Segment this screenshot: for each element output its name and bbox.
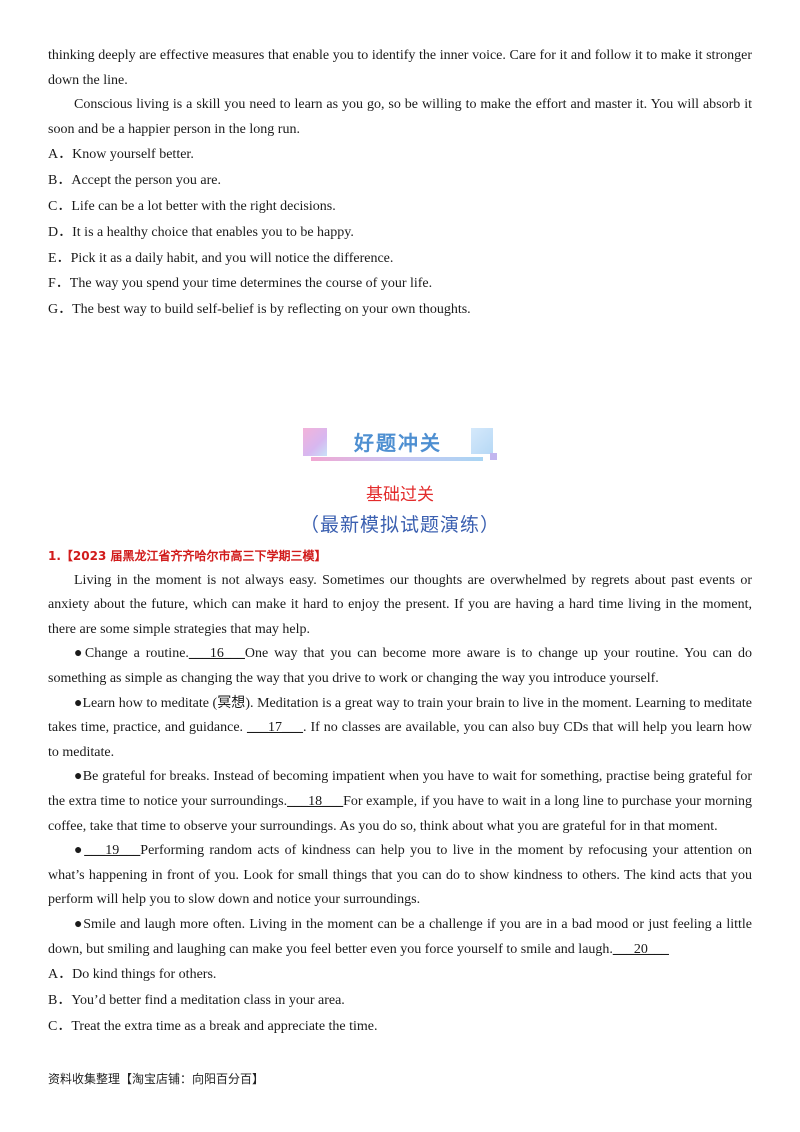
question-section: 1.【2023 届黑龙江省齐齐哈尔市高三下学期三模】 Living in the… [48,544,752,1039]
question-header: 1.【2023 届黑龙江省齐齐哈尔市高三下学期三模】 [48,549,327,563]
option-letter: A． [48,967,73,983]
page-footer: 资料收集整理【淘宝店铺：向阳百分百】 [48,1072,265,1086]
option-item: D．It is a healthy choice that enables yo… [48,220,752,246]
paragraph-text: ● [74,843,85,859]
paragraph-text: For example, if you have to wait in a lo… [48,793,752,834]
option-letter: A． [48,147,73,163]
blank-16[interactable]: ___16___ [188,646,245,662]
option-text: The way you spend your time determines t… [69,276,433,292]
option-letter: C． [48,198,72,214]
option-letter: C． [48,1018,72,1034]
option-text: The best way to build self-belief is by … [72,302,471,318]
option-item: B．You’d better find a meditation class i… [48,988,752,1014]
option-text: It is a healthy choice that enables you … [72,224,354,240]
paragraph-text: One way that you can become more aware i… [48,646,752,686]
section-subtitle: 基础过关 [366,485,434,504]
paragraph-text: . If no classes are available, you can a… [48,720,753,760]
option-text: Pick it as a daily habit, and you will n… [70,250,394,266]
option-letter: G． [48,302,73,318]
blank-18[interactable]: ___18___ [287,793,344,809]
section-banner: 好题冲关 [0,424,800,468]
passage-paragraph: ●Learn how to meditate (冥想). Meditation … [48,692,752,766]
blank-17[interactable]: ___17___ [247,720,303,736]
option-letter: B． [48,992,72,1008]
banner-box: 好题冲关 [303,424,497,464]
option-letter: B． [48,173,72,189]
option-letter: D． [48,224,73,240]
options-list: A．Know yourself better. B．Accept the per… [48,142,752,323]
paragraph-text: ●Learn how to meditate (冥想). Meditation … [48,695,752,736]
banner-decoration-left [303,428,327,456]
option-item: E．Pick it as a daily habit, and you will… [48,246,752,272]
passage-paragraph: ●___19___Performing random acts of kindn… [48,839,752,913]
previous-passage-section: thinking deeply are effective measures t… [48,44,752,323]
option-text: Life can be a lot better with the right … [71,198,336,214]
paragraph-text: Performing random acts of kindness can h… [48,843,752,908]
option-item: A．Know yourself better. [48,142,752,168]
banner-underline [311,457,483,461]
option-letter: F． [48,276,70,292]
passage-paragraph: Conscious living is a skill you need to … [48,97,752,137]
option-text: Know yourself better. [72,147,194,163]
options-list: A．Do kind things for others. B．You’d bet… [48,962,752,1039]
blank-19[interactable]: ___19___ [84,843,141,859]
option-item: B．Accept the person you are. [48,168,752,194]
option-item: C．Treat the extra time as a break and ap… [48,1014,752,1040]
option-item: F．The way you spend your time determines… [48,271,752,297]
option-text: Accept the person you are. [71,173,222,189]
blank-20[interactable]: ___20___ [612,941,669,957]
passage-paragraph: thinking deeply are effective measures t… [48,48,752,88]
banner-title: 好题冲关 [354,431,442,455]
passage-paragraph: ●Be grateful for breaks. Instead of beco… [48,765,752,839]
passage-paragraph: Living in the moment is not always easy.… [48,572,752,637]
paragraph-text: ●Smile and laugh more often. Living in t… [48,916,752,957]
option-text: Do kind things for others. [72,967,217,983]
paragraph-text: ●Be grateful for breaks. Instead of beco… [48,769,752,809]
passage-paragraph: ●Smile and laugh more often. Living in t… [48,913,752,962]
option-letter: E． [48,250,71,266]
banner-decoration-right [471,428,497,460]
paragraph-text: ●Change a routine. [74,646,189,662]
option-item: G．The best way to build self-belief is b… [48,297,752,323]
option-text: Treat the extra time as a break and appr… [71,1018,378,1034]
passage-paragraph: ●Change a routine.___16___One way that y… [48,642,752,691]
option-item: A．Do kind things for others. [48,962,752,988]
option-item: C．Life can be a lot better with the righ… [48,194,752,220]
option-text: You’d better find a meditation class in … [71,992,345,1008]
section-subheading: （最新模拟试题演练） [299,515,500,536]
